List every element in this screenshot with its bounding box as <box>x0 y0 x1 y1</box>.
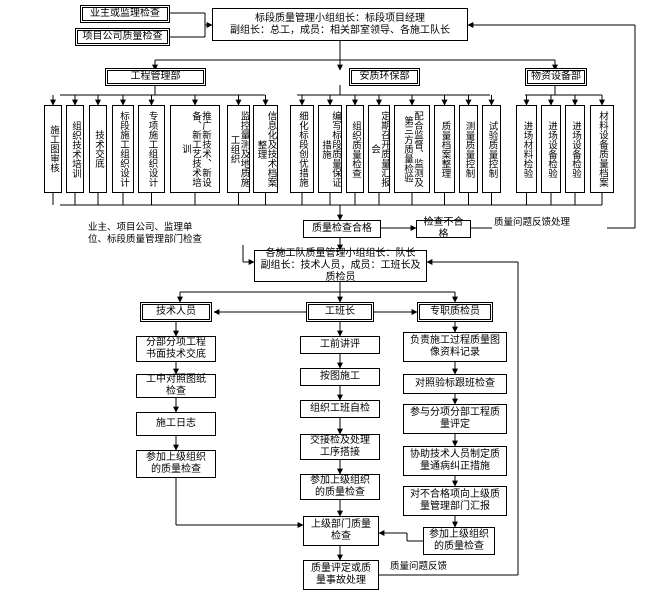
tech-staff-box: 技术人员 <box>140 302 212 322</box>
foreman-box: 工班长 <box>306 302 374 322</box>
safety-item: 质量档案整理 <box>434 105 455 193</box>
engineering-item: 推广新技术、新设备、新工艺技术培训 <box>170 105 220 193</box>
foreman-step: 交接检及处理 工序搭接 <box>300 434 380 460</box>
foreman-step: 按图施工 <box>300 368 380 386</box>
inspector-step: 协助技术人员制定质 量通病纠正措施 <box>403 446 507 476</box>
inspector-step: 负责施工过程质量图 像资料记录 <box>403 332 507 362</box>
safety-item: 定期召开质量汇报会 <box>368 105 390 193</box>
owner-supervision-box: 业主或监理检查 <box>80 5 170 23</box>
inspector-step: 参加上级组织 的质量检查 <box>423 527 495 555</box>
company-quality-check-box: 项目公司质量检查 <box>75 28 170 46</box>
safety-item: 编写标段质量保证措施 <box>318 105 342 193</box>
safety-item: 配合监督、监测及第三方质量检验 <box>394 105 430 193</box>
tech-step: 分部分项工程 书面技术交底 <box>136 336 216 362</box>
engineering-item: 施工图审核 <box>44 105 62 193</box>
engineering-item: 组织技术培训 <box>66 105 84 193</box>
team-group-box: 各施工队质量管理小组组长：队长 副组长：技术人员，成员：工班长及质检员 <box>254 248 427 283</box>
tech-step: 参加上级组织 的质量检查 <box>136 450 216 478</box>
owner-check-note: 业主、项目公司、监理单 位、标段质量管理部门检查 <box>88 222 203 245</box>
foreman-step: 参加上级组织 的质量检查 <box>300 474 380 500</box>
material-item: 进场设备检验 <box>565 105 585 193</box>
materials-dept-box: 物资设备部 <box>525 68 587 86</box>
inspector-step: 对不合格项向上级质 量管理部门汇报 <box>403 486 507 516</box>
material-item: 进场设备检验 <box>541 105 561 193</box>
engineering-item: 监控量测及地质施工组织 <box>227 105 250 193</box>
final-result-box: 质量评定或质 量事故处理 <box>303 560 379 590</box>
upper-check-box: 上级部门质量 检查 <box>303 516 379 546</box>
foreman-step: 工前讲评 <box>300 336 380 354</box>
tech-step: 工中对照图纸 检查 <box>136 374 216 398</box>
quality-fail-box: 检查不合格 <box>416 217 471 240</box>
safety-env-dept-box: 安质环保部 <box>349 68 420 86</box>
engineering-item: 技术交底 <box>89 105 107 193</box>
material-item: 材料设备质量档案 <box>590 105 614 193</box>
tech-step: 施工日志 <box>136 412 216 436</box>
engineering-item: 标段施工组织设计 <box>112 105 134 193</box>
engineering-dept-box: 工程管理部 <box>105 68 206 86</box>
quality-pass-box: 质量检查合格 <box>303 220 381 238</box>
safety-item: 试验质量控制 <box>482 105 501 193</box>
inspector-box: 专职质检员 <box>417 302 493 322</box>
leader-group-box: 标段质量管理小组组长：标段项目经理 副组长：总工，成员：相关部室领导、各施工队长 <box>212 8 468 41</box>
engineering-item: 信息化及技术档案整理 <box>253 105 278 193</box>
safety-item: 细化标段创优措施 <box>290 105 314 193</box>
engineering-item: 专项施工组织设计 <box>138 105 165 193</box>
material-item: 进场材料检验 <box>516 105 537 193</box>
foreman-step: 组织工班自检 <box>300 400 380 418</box>
safety-item: 测量质量控制 <box>459 105 478 193</box>
inspector-step: 对照验标跟班检查 <box>403 374 507 394</box>
safety-item: 组织质量检查 <box>346 105 364 193</box>
inspector-step: 参与分项分部工程质 量评定 <box>403 404 507 434</box>
problem-feedback-bottom-label: 质量问题反馈 <box>390 561 448 572</box>
problem-feedback-label: 质量问题反馈处理 <box>494 217 571 228</box>
